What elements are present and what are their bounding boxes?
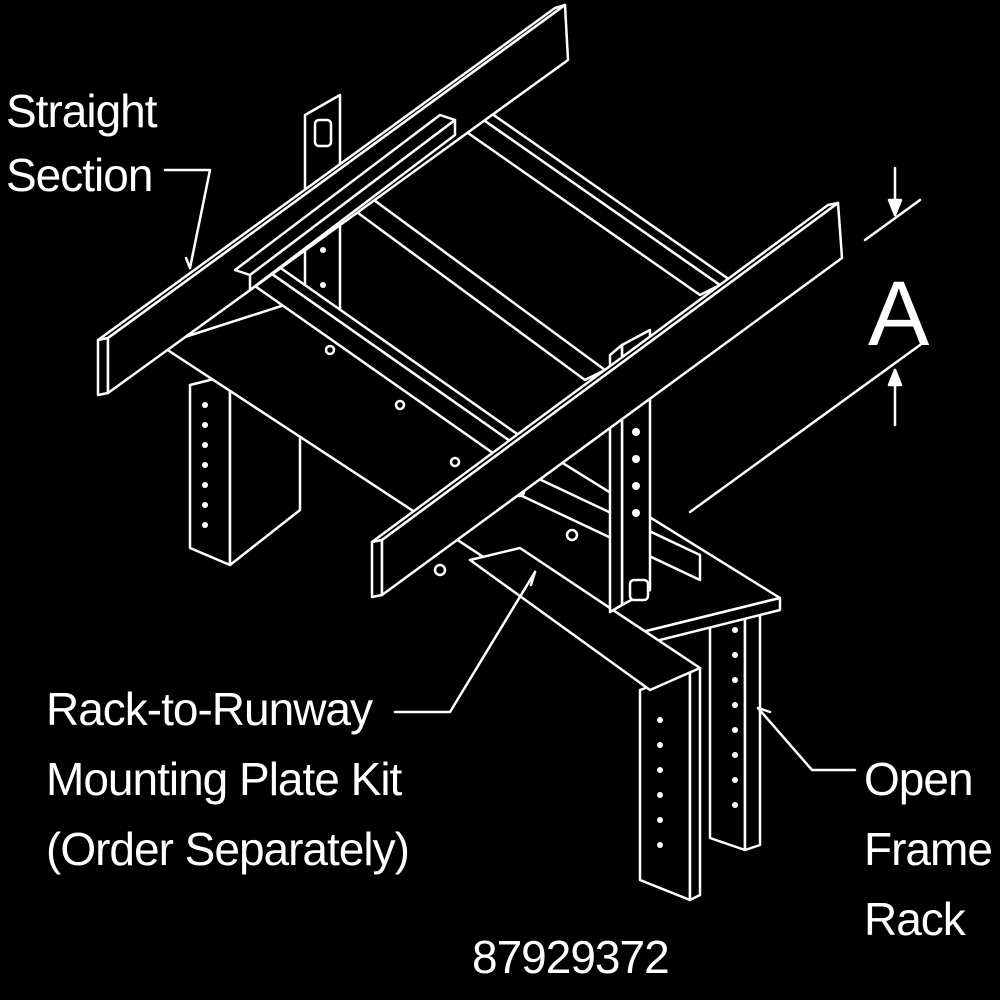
open-frame-rack-label-line-3: Rack	[864, 893, 966, 945]
mounting-plate-label-line-1: Rack-to-Runway	[46, 683, 373, 735]
mounting-plate-label-line-3: (Order Separately)	[46, 823, 410, 875]
part-number: 87929372	[472, 931, 670, 983]
runway-rungs	[223, 93, 732, 467]
straight-section-label-line-2: Section	[6, 149, 153, 201]
open-frame-rack-upright	[638, 592, 762, 902]
straight-section-label-line-1: Straight	[6, 85, 158, 137]
runway-cross-rungs	[233, 113, 457, 292]
open-frame-rack-label-line-2: Frame	[864, 823, 993, 875]
open-frame-rack-label-line-1: Open	[864, 753, 974, 805]
mounting-plate-label-line-2: Mounting Plate Kit	[46, 753, 402, 805]
straight-section-right-rail	[370, 201, 844, 599]
dimension-a-label: A	[868, 263, 929, 365]
leader-lines	[163, 166, 922, 772]
